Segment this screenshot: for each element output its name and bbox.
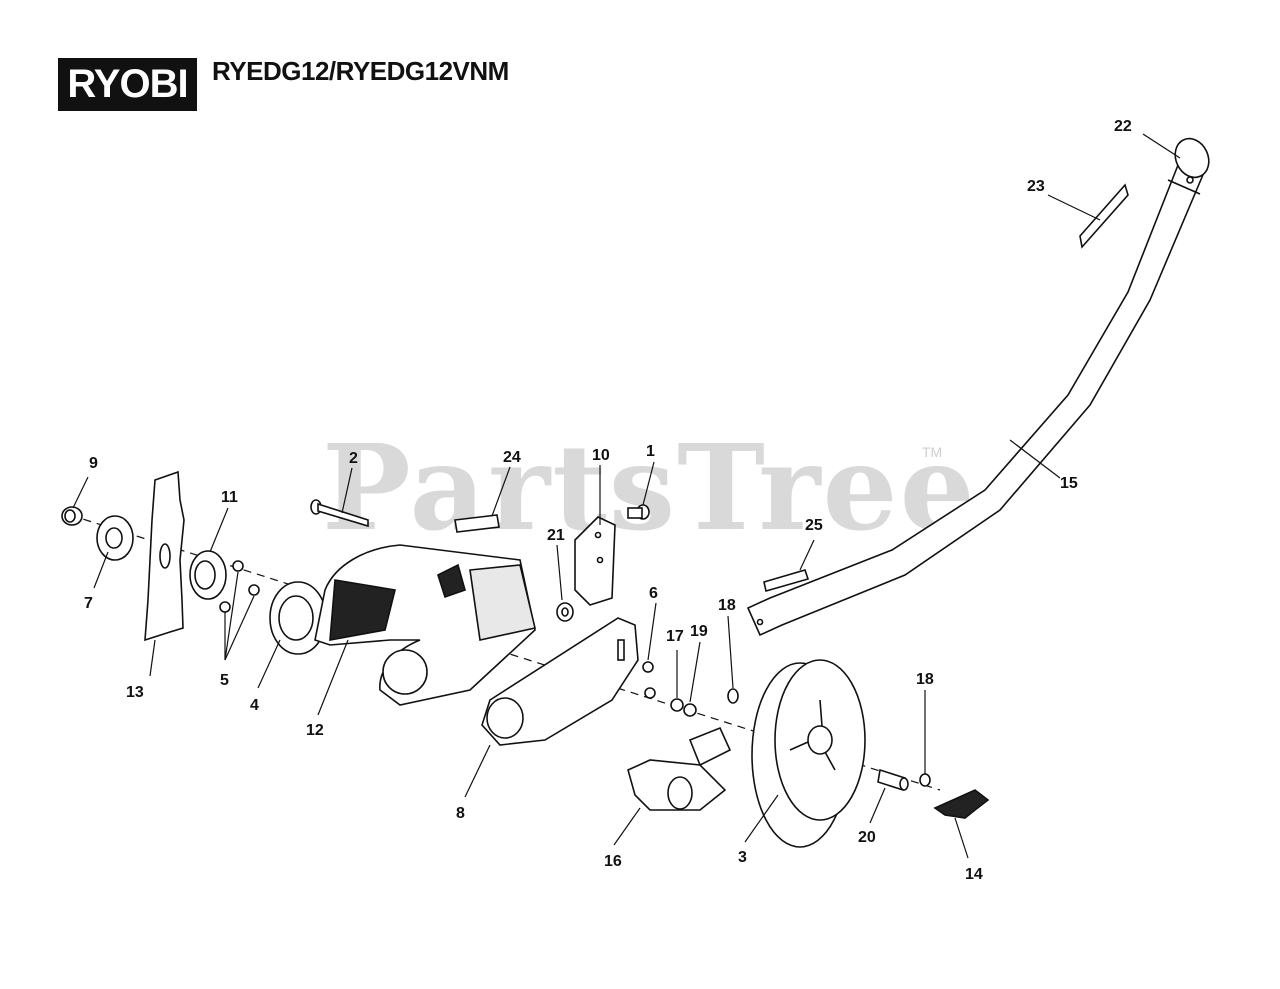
callout: 22: [1114, 118, 1132, 135]
callout: 19: [690, 623, 708, 640]
callout: 14: [965, 866, 983, 883]
axle-20: [877, 768, 909, 792]
label-23: [1079, 183, 1129, 249]
callout: 4: [250, 697, 259, 714]
callout: 8: [456, 805, 465, 822]
screw-1: [627, 504, 650, 520]
ryobi-logo: RYOBI: [58, 58, 197, 111]
gear-head-16: [627, 726, 732, 811]
blade-guard-12: [314, 544, 536, 706]
watermark-tm: TM: [922, 444, 943, 460]
callout: 23: [1027, 178, 1045, 195]
wheel-3: [751, 659, 866, 848]
callout: 10: [592, 447, 610, 464]
washer-18a: [727, 688, 739, 704]
nut-17: [670, 698, 684, 712]
callout: 24: [503, 449, 521, 466]
callout: 5: [220, 672, 229, 689]
callout: 25: [805, 517, 823, 534]
blade-13: [144, 470, 185, 642]
callout: 21: [547, 527, 565, 544]
callout: 16: [604, 853, 622, 870]
plate-10: [574, 516, 616, 606]
callout: 6: [649, 585, 658, 602]
callout: 12: [306, 722, 324, 739]
model-title: RYEDG12/RYEDG12VNM: [212, 56, 509, 86]
handle-part: [746, 137, 1210, 637]
fastener-6: [642, 661, 656, 699]
logo-text: RYOBI: [67, 62, 188, 106]
nut-9: [61, 506, 83, 526]
callout: 20: [858, 829, 876, 846]
callout: 1: [646, 443, 655, 460]
watermark: PartsTree: [322, 418, 977, 557]
label-25: [763, 569, 810, 593]
washer-21: [556, 602, 574, 622]
adapter-11: [189, 550, 227, 600]
callout: 17: [666, 628, 684, 645]
callout: 18: [718, 597, 736, 614]
leader-lines: [72, 133, 1181, 859]
callout: 13: [126, 684, 144, 701]
callout: 2: [349, 450, 358, 467]
callout-labels: 1 2 3 4 5 6 7 8 9 10 11 12 13 14 15 16 1…: [84, 118, 1132, 883]
callout: 9: [89, 455, 98, 472]
callout: 15: [1060, 475, 1078, 492]
callout: 3: [738, 849, 747, 866]
washer-18b: [919, 773, 931, 787]
callout: 18: [916, 671, 934, 688]
washer-7: [96, 515, 134, 561]
bolt-2: [310, 499, 369, 528]
callout: 7: [84, 595, 93, 612]
label-24: [454, 514, 500, 533]
ring-4: [269, 581, 327, 655]
bolt-19: [683, 703, 697, 717]
knob-14: [933, 789, 990, 819]
arm-8: [481, 617, 639, 746]
callout: 11: [221, 489, 238, 506]
